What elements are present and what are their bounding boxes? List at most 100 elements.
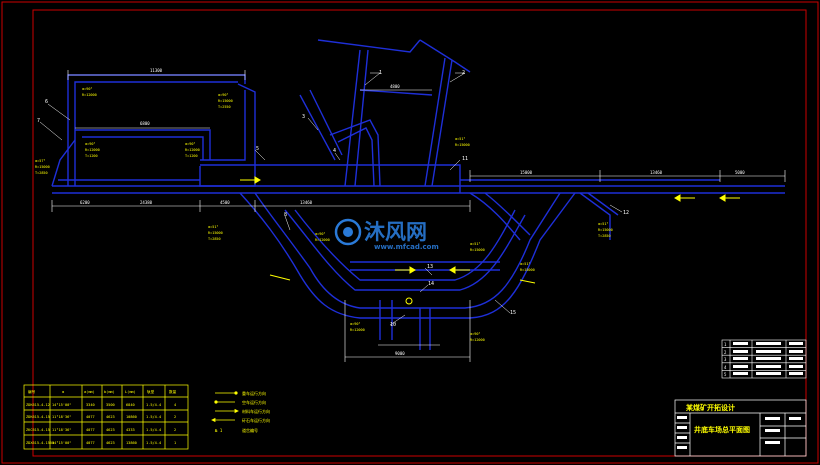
svg-text:α=90°: α=90°: [218, 93, 229, 97]
switch-row3-c0: ZDX615-4-1500: [26, 441, 54, 445]
callout-10: 10: [390, 322, 396, 328]
switch-row2-c0: ZKC615-4-15: [26, 428, 50, 432]
callout-14: 14: [428, 281, 434, 287]
switch-row1-c6: 2: [174, 415, 176, 419]
callout-numbers: 1 2 3 4 5 6 7 8 10 11 12 13 14 15: [37, 70, 629, 328]
switch-row3-c6: 1: [174, 441, 176, 445]
switch-row2-c5: 1.5/4.4: [146, 428, 161, 432]
svg-text:11300: 11300: [150, 68, 163, 73]
svg-text:15000: 15000: [520, 170, 533, 175]
legend-item-4: 道岔编号: [242, 427, 258, 433]
part-no-0: 1: [724, 342, 727, 347]
title-block: [674, 399, 807, 457]
watermark-logo-icon: [334, 218, 362, 246]
svg-text:α=51°: α=51°: [520, 262, 531, 266]
callout-2: 2: [462, 70, 465, 76]
switch-row1-c4: 10860: [126, 415, 137, 419]
legend-item-1: 空车运行方向: [242, 399, 266, 405]
svg-text:R=15000: R=15000: [455, 143, 470, 147]
callout-11: 11: [462, 156, 468, 162]
svg-text:R=15000: R=15000: [470, 248, 485, 252]
callout-1: 1: [379, 70, 382, 76]
switch-row2-c6: 2: [174, 428, 176, 432]
switch-header-0: 编号: [28, 389, 36, 394]
parts-list-numbers: 1 2 3 4 5: [724, 342, 727, 377]
svg-text:4500: 4500: [220, 200, 230, 205]
switch-header-5: 轨型: [147, 389, 155, 394]
svg-text:α=90°: α=90°: [470, 332, 481, 336]
svg-text:T=1200: T=1200: [85, 154, 98, 158]
svg-text:α=51°: α=51°: [598, 222, 609, 226]
title-drawing-name: 井底车场总平面图: [694, 425, 750, 434]
svg-text:α=51°: α=51°: [455, 137, 466, 141]
svg-text:T=2550: T=2550: [218, 105, 231, 109]
switch-table: [23, 384, 189, 450]
switch-header-2: a(mm): [84, 390, 95, 394]
switch-row0-c5: 1.5/4.4: [146, 403, 161, 407]
switch-row2-c1: 11°18'36": [52, 428, 71, 432]
svg-text:α=90°: α=90°: [315, 232, 326, 236]
legend-no-mark: № 1: [215, 428, 223, 433]
callout-13: 13: [427, 264, 433, 270]
svg-text:R=12000: R=12000: [85, 148, 100, 152]
roadway-network: [51, 39, 785, 350]
svg-text:T=2850: T=2850: [35, 171, 48, 175]
switch-row3-c1: 14°15'00": [52, 441, 71, 445]
callout-12: 12: [623, 210, 629, 216]
svg-text:α=90°: α=90°: [82, 87, 93, 91]
callout-3: 3: [302, 114, 305, 120]
svg-text:R=12000: R=12000: [315, 238, 330, 242]
legend: № 1 重车运行方向 空车运行方向 材料车运行方向 矸石车运行方向 道岔编号: [211, 390, 270, 433]
callout-7: 7: [37, 118, 40, 124]
switch-row0-c3: 3500: [106, 403, 115, 407]
switch-row3-c2: 4077: [86, 441, 95, 445]
svg-text:9000: 9000: [395, 351, 405, 356]
switch-row0-c2: 3340: [86, 403, 95, 407]
switch-row2-c3: 4623: [106, 428, 115, 432]
curve-annotations: α=90° R=12000 α=90° R=15000 T=2550 α=90° R=1…: [35, 87, 613, 342]
switch-row1-c3: 4623: [106, 415, 115, 419]
svg-text:T=2850: T=2850: [208, 237, 221, 241]
svg-text:α=90°: α=90°: [85, 142, 96, 146]
svg-text:4800: 4800: [390, 84, 400, 89]
callout-8: 8: [284, 212, 287, 218]
switch-row1-c5: 1.5/4.4: [146, 415, 161, 419]
svg-text:R=12000: R=12000: [350, 328, 365, 332]
switch-row0-c1: 14°15'00": [52, 403, 71, 407]
switch-row1-c1: 11°18'36": [52, 415, 71, 419]
callout-6: 6: [45, 99, 48, 105]
svg-text:α=57°: α=57°: [35, 159, 46, 163]
svg-text:6800: 6800: [140, 121, 150, 126]
dimension-texts: 11300 6800 24380 6200 4500 13460 15000 1…: [80, 68, 745, 356]
svg-text:α=51°: α=51°: [208, 225, 219, 229]
title-project: 某煤矿开拓设计: [685, 403, 735, 412]
direction-arrows: [240, 176, 740, 305]
switch-row2-c4: 4333: [126, 428, 135, 432]
svg-text:24380: 24380: [140, 200, 153, 205]
svg-text:α=90°: α=90°: [185, 142, 196, 146]
switch-row1-c2: 4077: [86, 415, 95, 419]
part-no-3: 4: [724, 365, 727, 370]
svg-text:R=15000: R=15000: [598, 228, 613, 232]
switch-header-1: α: [62, 390, 65, 394]
legend-item-3: 矸石车运行方向: [242, 417, 270, 423]
callout-4: 4: [333, 148, 336, 154]
svg-text:R=15000: R=15000: [520, 268, 535, 272]
svg-text:R=12000: R=12000: [470, 338, 485, 342]
switch-row3-c3: 4623: [106, 441, 115, 445]
svg-text:α=51°: α=51°: [470, 242, 481, 246]
switch-row2-c2: 4077: [86, 428, 95, 432]
dimension-lines: [51, 70, 786, 362]
parts-list: [721, 339, 807, 379]
switch-row3-c5: 1.5/4.4: [146, 441, 161, 445]
switch-header-4: L(mm): [125, 390, 136, 394]
switch-header-3: b(mm): [104, 390, 115, 394]
svg-text:13460: 13460: [300, 200, 313, 205]
part-no-2: 3: [724, 357, 727, 362]
callout-15: 15: [510, 310, 516, 316]
svg-text:R=15000: R=15000: [35, 165, 50, 169]
switch-table-text: 编号 α a(mm) b(mm) L(mm) 轨型 数量 ZDK615-4-12…: [26, 389, 177, 445]
svg-text:6200: 6200: [80, 200, 90, 205]
drawing-border: [32, 9, 807, 457]
